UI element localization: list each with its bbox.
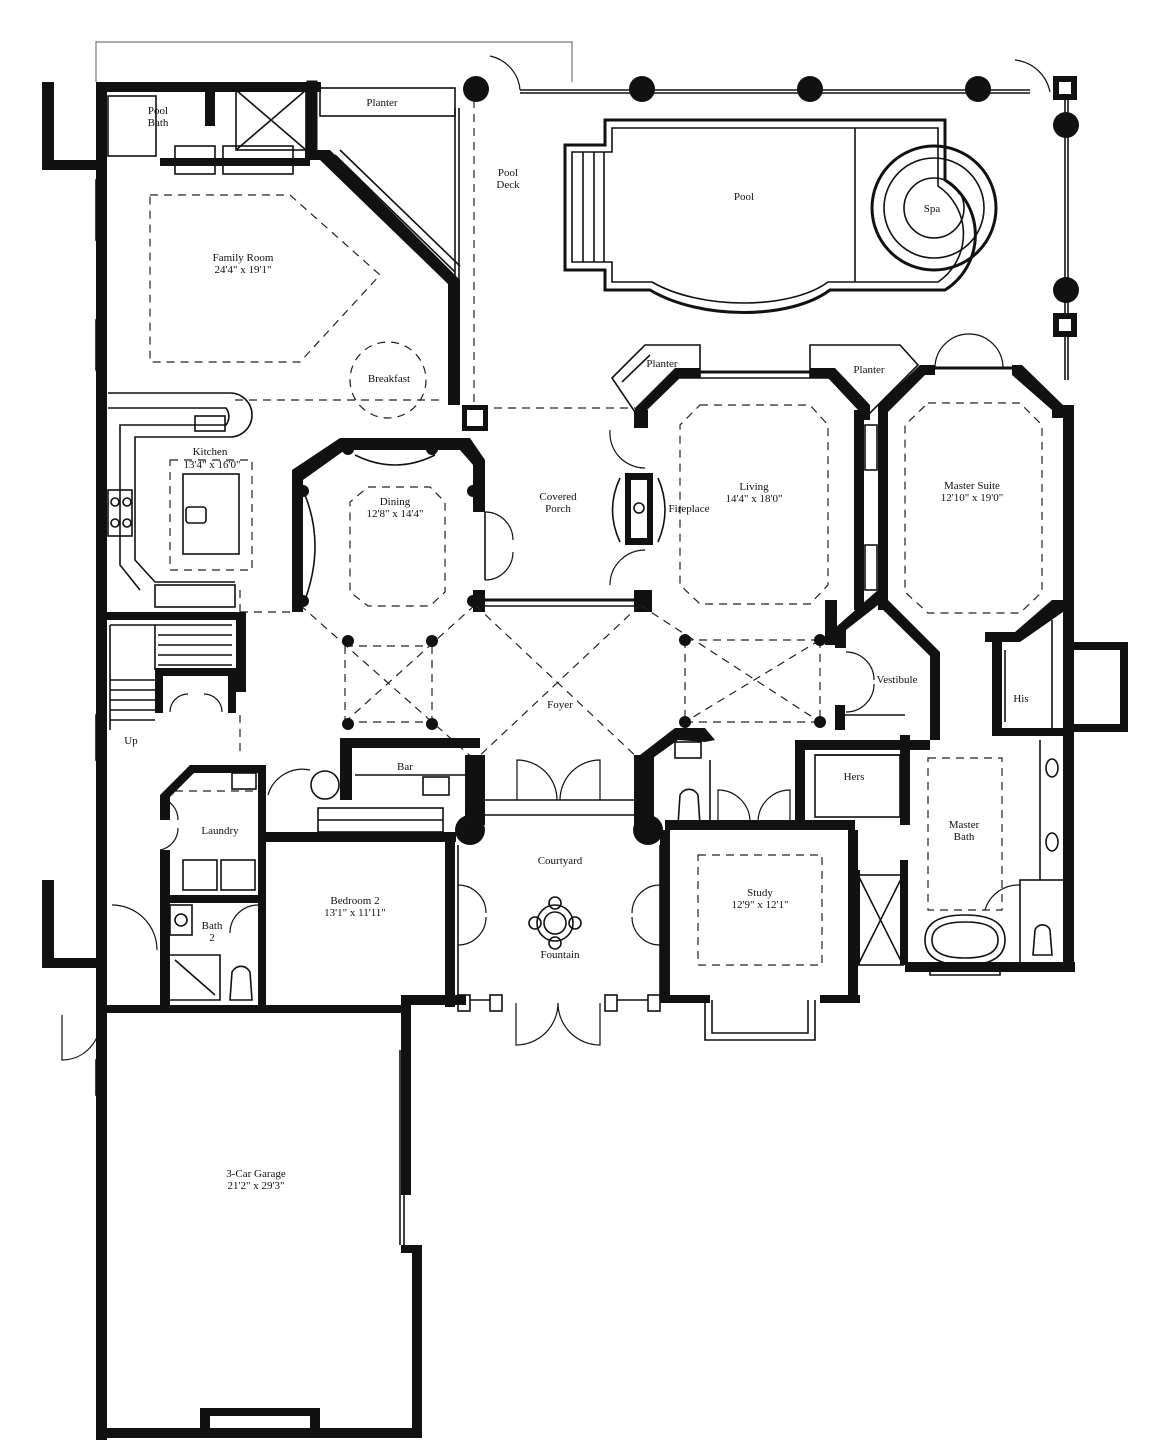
kitchen-size: 13'4" x 16'0" bbox=[184, 459, 241, 471]
laundry-label: Laundry bbox=[201, 825, 239, 837]
bedroom-2: Bedroom 2 13'1" x 11'11" bbox=[258, 807, 456, 1007]
powder-room bbox=[640, 728, 855, 830]
pool-deck-label-1: Pool bbox=[498, 167, 518, 179]
bath-2: Bath 2 bbox=[111, 904, 259, 1001]
pool-bath-label-2: Bath bbox=[148, 117, 169, 129]
breakfast-label: Breakfast bbox=[368, 373, 410, 385]
bedroom2-size: 13'1" x 11'11" bbox=[324, 907, 386, 919]
master-bath-bumpout bbox=[1063, 640, 1074, 740]
courtyard-label: Courtyard bbox=[538, 855, 583, 867]
garage-label: 3-Car Garage bbox=[226, 1168, 286, 1180]
study-label: Study bbox=[747, 887, 773, 899]
fountain-label: Fountain bbox=[540, 949, 580, 961]
master-bath-label-1: Master bbox=[949, 819, 980, 831]
fireplace-label: Fireplace bbox=[669, 503, 710, 515]
dining: Dining 12'8" x 14'4" bbox=[239, 438, 485, 613]
bedroom2-label: Bedroom 2 bbox=[330, 895, 379, 907]
foyer-label: Foyer bbox=[547, 699, 573, 711]
bar-label: Bar bbox=[397, 761, 413, 773]
planter-left-label: Planter bbox=[646, 358, 677, 370]
garage-size: 21'2" x 29'3" bbox=[228, 1180, 285, 1192]
planter-top-label: Planter bbox=[366, 97, 397, 109]
master-bath: Master Bath bbox=[855, 740, 1066, 976]
hers-closet: Hers bbox=[795, 735, 930, 825]
living-room: Planter Planter Living 14'4" x 18'0" bbox=[610, 344, 920, 610]
covered-porch: Covered Porch Fireplace bbox=[473, 429, 710, 612]
laundry: Laundry bbox=[159, 765, 266, 1010]
stairs: Up bbox=[96, 612, 246, 755]
exterior-walls bbox=[42, 82, 1128, 1440]
pool-deck-label-2: Deck bbox=[496, 179, 520, 191]
porch-walls bbox=[634, 410, 837, 645]
family-room: Family Room 24'4" x 19'1" Breakfast bbox=[149, 80, 461, 419]
planter-right-label: Planter bbox=[853, 364, 884, 376]
master-bath-label-2: Bath bbox=[954, 831, 975, 843]
foyer: Foyer bbox=[299, 604, 821, 761]
master-suite-size: 12'10" x 19'0" bbox=[941, 492, 1003, 504]
pool-bath: Pool Bath bbox=[96, 82, 310, 175]
pool-deck: Planter Pool Deck bbox=[95, 41, 1069, 409]
bar: Bar bbox=[267, 738, 485, 800]
master-suite: Master Suite 12'10" x 19'0" bbox=[835, 333, 1063, 740]
vestibule-label: Vestibule bbox=[877, 674, 918, 686]
garage: 3-Car Garage 21'2" x 29'3" bbox=[61, 179, 405, 1245]
kitchen: Kitchen 13'4" x 16'0" bbox=[107, 392, 440, 608]
family-room-size: 24'4" x 19'1" bbox=[215, 264, 272, 276]
his-label: His bbox=[1013, 693, 1028, 705]
vestibule: Vestibule His bbox=[835, 620, 1067, 736]
dining-label: Dining bbox=[380, 496, 411, 508]
up-label: Up bbox=[124, 735, 138, 747]
living-size: 14'4" x 18'0" bbox=[726, 493, 783, 505]
family-room-label: Family Room bbox=[213, 252, 274, 264]
living-label: Living bbox=[739, 481, 769, 493]
hers-label: Hers bbox=[844, 771, 865, 783]
courtyard: Courtyard Fountain bbox=[455, 755, 663, 1046]
bath2-label-2: 2 bbox=[209, 932, 215, 944]
pool: Pool Spa bbox=[563, 118, 998, 314]
interior-columns bbox=[297, 443, 826, 730]
covered-porch-label-2: Porch bbox=[545, 503, 571, 515]
study: Study 12'9" x 12'1" bbox=[697, 854, 823, 1041]
pool-bath-label-1: Pool bbox=[148, 105, 168, 117]
covered-porch-label-1: Covered bbox=[539, 491, 577, 503]
bath2-label-1: Bath bbox=[202, 920, 223, 932]
master-suite-label: Master Suite bbox=[944, 480, 1000, 492]
deck-columns bbox=[462, 76, 1079, 431]
pool-label: Pool bbox=[734, 191, 754, 203]
dining-size: 12'8" x 14'4" bbox=[367, 508, 424, 520]
spa-label: Spa bbox=[924, 203, 941, 215]
study-size: 12'9" x 12'1" bbox=[732, 899, 789, 911]
kitchen-label: Kitchen bbox=[193, 446, 228, 458]
